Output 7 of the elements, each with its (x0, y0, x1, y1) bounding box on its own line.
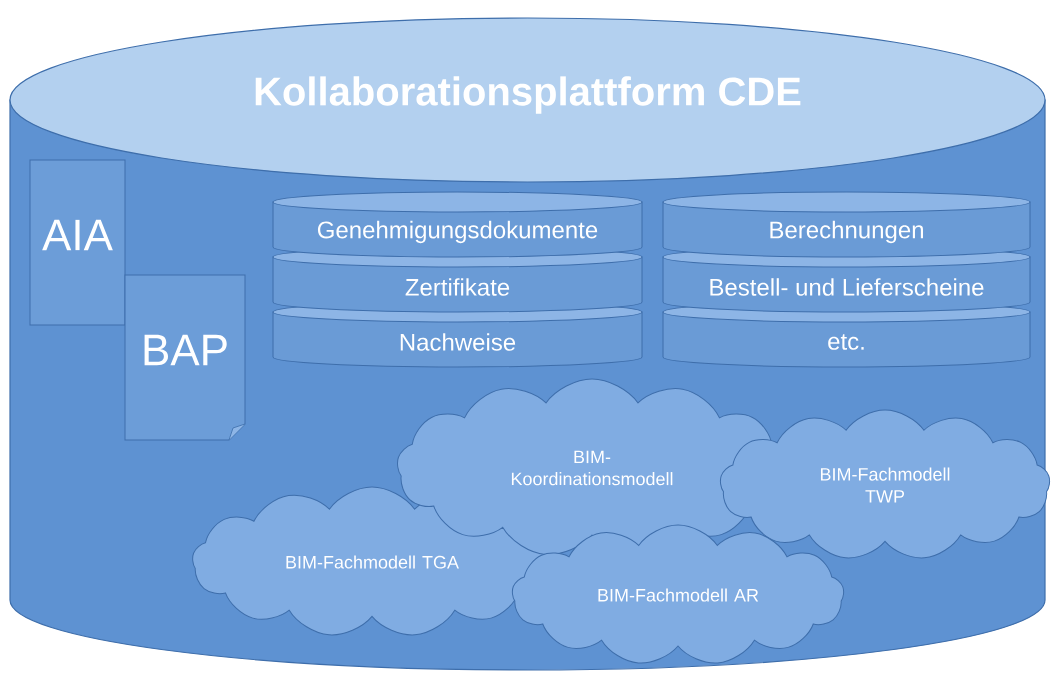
storage-disk: Nachweise (272, 301, 643, 368)
storage-disk: etc. (662, 301, 1031, 368)
storage-disk: Genehmigungsdokumente (272, 191, 643, 258)
node-label: BIM-Fachmodell TWP (820, 467, 950, 503)
storage-disk: Zertifikate (272, 246, 643, 313)
storage-disk: Bestell- und Lieferscheine (662, 246, 1031, 313)
storage-disk: Berechnungen (662, 191, 1031, 258)
